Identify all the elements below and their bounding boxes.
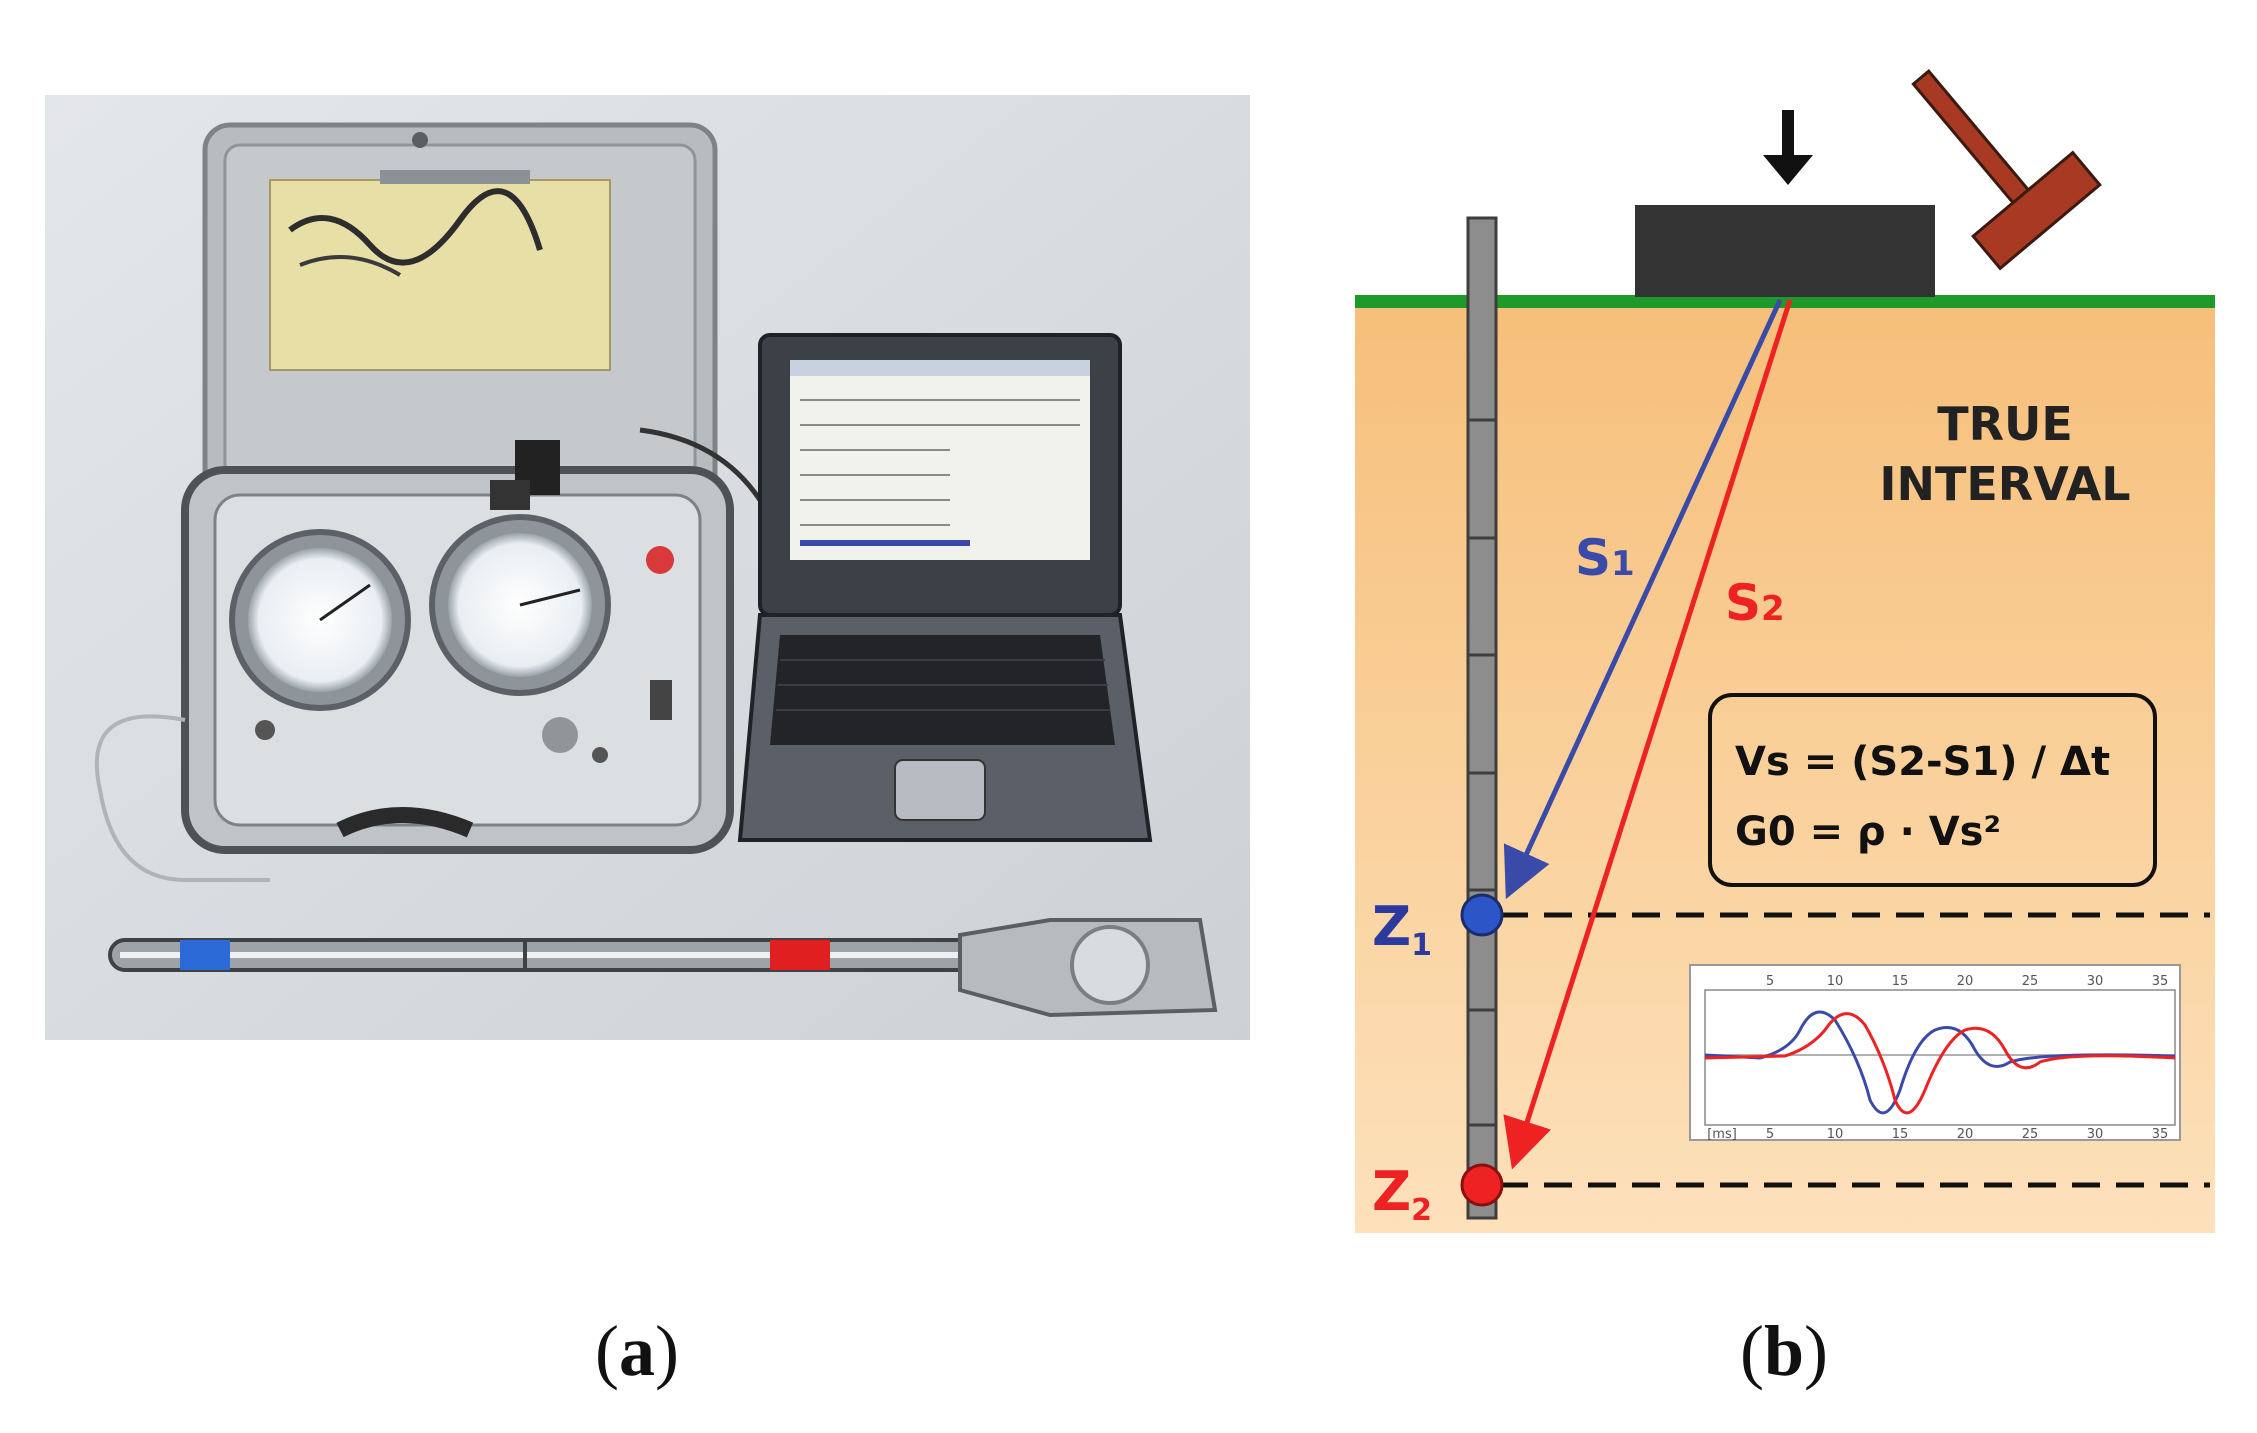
- formula-line2: G0 = ρ · Vs²: [1735, 809, 2001, 855]
- s1-label: S1: [1575, 529, 1635, 587]
- caption-b: (b): [1740, 1310, 1828, 1393]
- bottom-tick-0: [ms]: [1707, 1127, 1737, 1142]
- bottom-tick-6: 30: [2087, 1127, 2104, 1142]
- laptop: [737, 333, 1153, 842]
- waveform-bottom-ticks: [ms] 5 10 15 20 25 30 35: [1707, 1127, 2168, 1142]
- z1-label: Z1: [1372, 895, 1432, 963]
- load-arrow: [1763, 110, 1813, 185]
- caption-b-letter: b: [1763, 1311, 1805, 1391]
- caption-a-open: (: [595, 1311, 619, 1391]
- formula-line1: Vs = (S2-S1) / Δt: [1735, 739, 2110, 785]
- caption-b-open: (: [1740, 1311, 1764, 1391]
- diagram-panel: TRUE INTERVAL S1 S2 Z1 Z2 Vs = (S2-S1) /…: [1355, 69, 2215, 1233]
- briefcase-base: [94, 427, 763, 882]
- hammer-icon: [1911, 69, 2102, 271]
- z2-receiver: [1460, 1163, 1504, 1207]
- top-tick-4: 25: [2022, 974, 2039, 989]
- waveform-s1-trace: [1704, 1010, 2176, 1115]
- bottom-tick-2: 10: [1827, 1127, 1844, 1142]
- z2-label: Z2: [1372, 1160, 1432, 1228]
- waveform-s2-trace: [1704, 1012, 2176, 1115]
- photo-panel: [45, 95, 1250, 1040]
- source-plate: [1635, 205, 1935, 297]
- briefcase-lid: [202, 122, 718, 523]
- caption-a-close: ): [654, 1311, 679, 1391]
- top-tick-6: 35: [2152, 974, 2169, 989]
- bottom-tick-3: 15: [1892, 1127, 1909, 1142]
- top-tick-0: 5: [1766, 974, 1774, 989]
- top-tick-2: 15: [1892, 974, 1909, 989]
- caption-a: (a): [595, 1310, 679, 1393]
- bottom-tick-5: 25: [2022, 1127, 2039, 1142]
- title-line1: TRUE: [1937, 397, 2073, 451]
- z1-receiver: [1460, 893, 1504, 937]
- top-tick-1: 10: [1827, 974, 1844, 989]
- waveform-top-ticks: 5 10 15 20 25 30 35: [1766, 974, 2168, 989]
- top-tick-3: 20: [1957, 974, 1974, 989]
- caption-a-letter: a: [618, 1311, 655, 1391]
- s2-ray: [1503, 299, 1793, 1170]
- s1-ray: [1503, 298, 1783, 900]
- bottom-tick-7: 35: [2152, 1127, 2169, 1142]
- title-line2: INTERVAL: [1879, 457, 2130, 511]
- formula-box: Vs = (S2-S1) / Δt G0 = ρ · Vs²: [1708, 693, 2157, 887]
- bottom-tick-4: 20: [1957, 1127, 1974, 1142]
- top-tick-5: 30: [2087, 974, 2104, 989]
- ground-surface: [1355, 295, 2215, 308]
- s2-label: S2: [1725, 574, 1785, 632]
- caption-b-close: ): [1804, 1311, 1829, 1391]
- bottom-tick-1: 5: [1766, 1127, 1774, 1142]
- waveform-inset: 5 10 15 20 25 30 35 [ms] 5 10 15 20 25 3…: [1689, 964, 2181, 1142]
- seismic-probe: [108, 918, 1218, 1018]
- borehole: [1466, 216, 1498, 1220]
